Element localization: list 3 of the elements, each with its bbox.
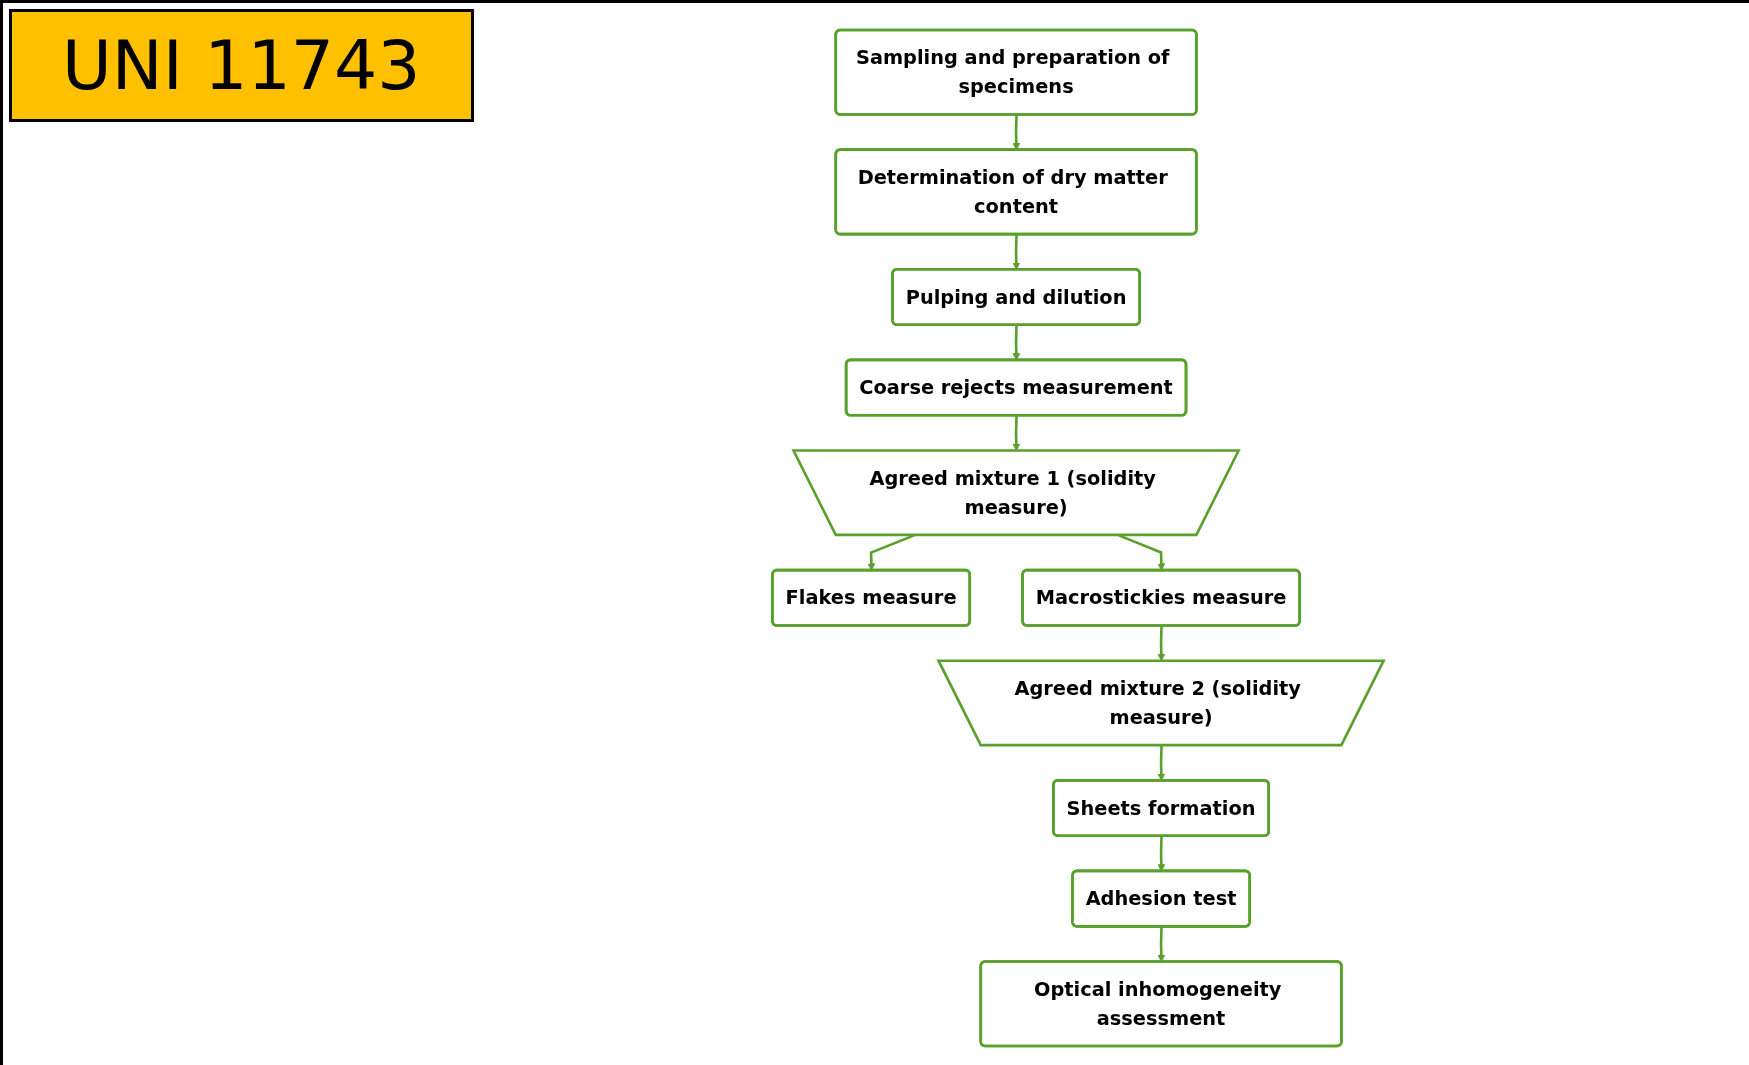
arrow (867, 534, 915, 571)
arrow (1118, 534, 1166, 571)
title: UNI 11743 (9, 9, 474, 122)
